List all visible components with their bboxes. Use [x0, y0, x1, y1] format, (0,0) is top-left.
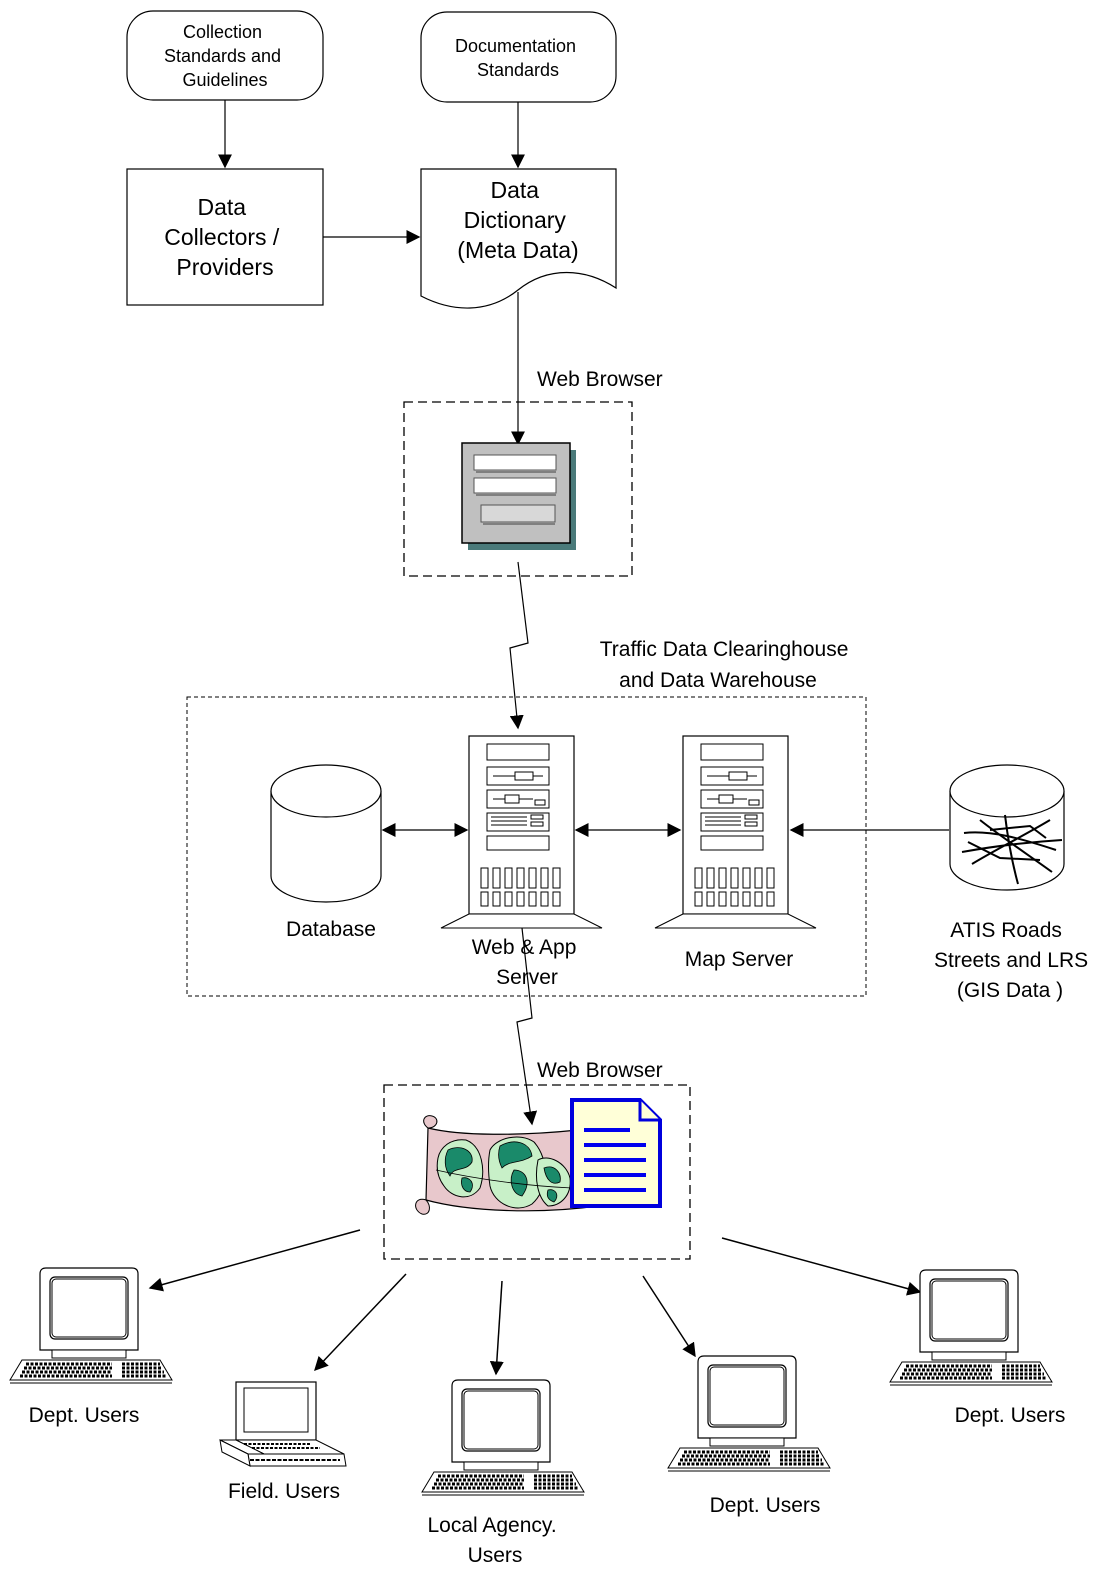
- arrow-to-user-1: [148, 1229, 361, 1292]
- map-server-label: Map Server: [685, 948, 794, 971]
- document-icon: [570, 1098, 662, 1208]
- user-2-laptop-icon: [219, 1381, 347, 1467]
- gis-data-line-3: (GIS Data ): [957, 979, 1063, 1002]
- database-label: Database: [286, 918, 376, 941]
- user-3-label-line-1: Local Agency.: [427, 1514, 556, 1537]
- svg-text:Collection Standards and: Collection Standards and Guidelines: [164, 22, 286, 90]
- web-app-server-icon: [440, 735, 603, 929]
- data-collectors-line-1: Data: [198, 194, 247, 220]
- map-server-icon: [654, 735, 817, 929]
- arrow-to-user-5: [721, 1237, 922, 1296]
- data-dictionary-line-2: Dictionary: [464, 207, 567, 233]
- web-browser-top-label: Web Browser: [537, 368, 663, 391]
- svg-text:Documentation Standards: Documentation Standards: [455, 36, 581, 80]
- gis-data-label: ATIS Roads Streets and LRS (GIS Data ): [934, 919, 1094, 1002]
- documentation-standards-box: Documentation Standards: [420, 11, 617, 103]
- user-3-computer-icon: [420, 1378, 586, 1497]
- arrow-to-user-4: [642, 1275, 696, 1358]
- data-collectors-line-2: Collectors /: [164, 224, 280, 250]
- data-collectors-line-3: Providers: [176, 254, 273, 280]
- world-map-scroll-icon: [415, 1115, 599, 1215]
- road-network-icon: [961, 814, 1063, 885]
- clearinghouse-label: Traffic Data Clearinghouse and Data Ware…: [600, 638, 854, 692]
- web-form-icon: [461, 442, 576, 550]
- link-browser-to-web-server: [509, 561, 529, 730]
- clearinghouse-line-2: and Data Warehouse: [619, 669, 817, 692]
- arrow-to-user-2: [314, 1273, 407, 1372]
- gis-data-line-2: Streets and LRS: [934, 949, 1088, 972]
- user-5-computer-icon: [888, 1268, 1054, 1387]
- gis-data-line-1: ATIS Roads: [950, 919, 1062, 942]
- clearinghouse-line-1: Traffic Data Clearinghouse: [600, 638, 849, 661]
- data-dictionary-line-1: Data: [491, 177, 540, 203]
- user-5-label: Dept. Users: [955, 1404, 1066, 1427]
- link-web-server-to-browser: [516, 927, 538, 1126]
- collection-standards-line-3: Guidelines: [182, 70, 267, 90]
- data-dictionary-line-3: (Meta Data): [457, 237, 578, 263]
- collection-standards-line-2: Standards and: [164, 46, 281, 66]
- documentation-standards-line-2: Standards: [477, 60, 559, 80]
- database-cylinder: [270, 764, 382, 903]
- web-app-server-label: Web & App Server: [472, 936, 583, 989]
- svg-text:Data Dictionary (M: Data Dictionary (Meta Data): [457, 177, 578, 263]
- documentation-standards-line-1: Documentation: [455, 36, 576, 56]
- user-1-computer-icon: [8, 1266, 174, 1385]
- user-3-label-line-2: Users: [468, 1544, 523, 1567]
- web-browser-bottom-label: Web Browser: [537, 1059, 663, 1082]
- web-browser-bottom-frame: [383, 1084, 691, 1260]
- collection-standards-box: Collection Standards and Guidelines: [126, 10, 324, 101]
- collection-standards-line-1: Collection: [183, 22, 262, 42]
- data-collectors-box: Data Collectors / Providers: [126, 168, 324, 306]
- clearinghouse-frame: [186, 696, 867, 997]
- arrow-to-user-3: [489, 1280, 504, 1376]
- user-4-computer-icon: [666, 1354, 832, 1473]
- user-4-label: Dept. Users: [710, 1494, 821, 1517]
- gis-data-cylinder: [949, 764, 1065, 891]
- user-1-label: Dept. Users: [29, 1404, 140, 1427]
- web-browser-top-frame: [403, 401, 633, 577]
- user-2-label: Field. Users: [228, 1480, 340, 1503]
- svg-text:Data Collectors /: Data Collectors / Providers: [164, 194, 285, 280]
- user-3-label: Local Agency. Users: [427, 1514, 562, 1567]
- data-dictionary-document: Data Dictionary (Meta Data): [420, 168, 617, 309]
